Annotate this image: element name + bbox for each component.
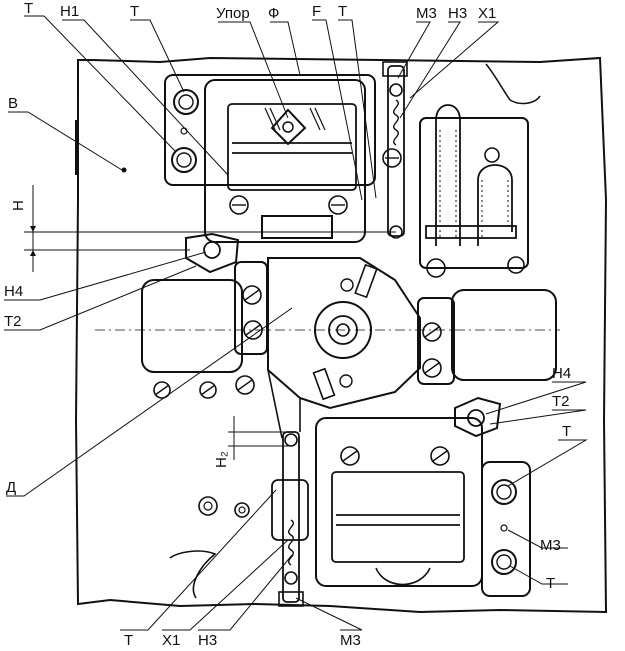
label-n3-top: Н3 <box>448 5 467 22</box>
left-housing <box>141 279 243 373</box>
left-housing-bracket <box>234 261 268 355</box>
screw-right-bracket-1 <box>422 322 442 342</box>
aux-contact-hatch <box>439 130 509 240</box>
label-t2-right: Т2 <box>552 393 570 410</box>
screw-lower-right-1 <box>491 479 517 505</box>
lever-cam-top <box>354 263 378 299</box>
upper-mount-plate <box>164 74 376 186</box>
base-plate-point-v <box>121 167 127 173</box>
base-plate <box>74 56 608 614</box>
screw-right-bracket-2 <box>422 358 442 378</box>
aux-screw-2 <box>507 256 525 274</box>
label-h: Н <box>10 200 27 211</box>
upper-core-hatching <box>264 107 326 131</box>
label-v: В <box>8 95 18 112</box>
label-phi: Ф <box>268 5 279 22</box>
label-upor: Упор <box>216 5 250 22</box>
label-t-top: Т <box>130 3 139 20</box>
aux-contact-loop-1 <box>435 104 461 246</box>
label-n1: Н1 <box>60 3 79 20</box>
screw-left-bracket-1 <box>242 285 262 305</box>
label-m3-right: М3 <box>540 537 561 554</box>
screw-left-plate-2 <box>199 381 217 399</box>
label-f: F <box>312 3 321 20</box>
stop-pin <box>282 121 294 133</box>
lower-rod-top <box>284 433 298 447</box>
aux-contact-loop-2 <box>477 164 513 246</box>
terminal-left-nut <box>203 241 221 259</box>
aux-screw-3 <box>484 147 500 163</box>
base-plate-notch-top <box>485 63 541 105</box>
lever-pin-top <box>340 278 354 292</box>
pin-lower-right <box>500 524 508 532</box>
screw-left-plate-1 <box>153 381 171 399</box>
upper-contact-rod <box>387 65 405 237</box>
lower-coil-frame <box>331 471 465 563</box>
lower-core-housing <box>315 417 483 587</box>
lower-rod-bracket <box>271 479 309 541</box>
label-t2-left: Т2 <box>4 313 22 330</box>
screw-lower-right-2 <box>491 549 517 575</box>
label-x1-bottom: Х1 <box>162 632 180 649</box>
screw-upper-housing-1 <box>229 195 249 215</box>
screw-lower-left-1 <box>198 496 218 516</box>
screw-lower-housing-2 <box>430 446 450 466</box>
stop-upor <box>270 108 307 146</box>
label-n4-right: Н4 <box>552 365 571 382</box>
upper-spring <box>393 99 399 146</box>
right-housing <box>451 289 557 381</box>
screw-right-upper <box>382 148 402 168</box>
upper-core-housing <box>204 79 366 243</box>
screw-upper-housing-2 <box>328 195 348 215</box>
armature-plate <box>261 215 333 239</box>
lever-pin-bottom <box>339 374 353 388</box>
right-housing-bracket <box>417 297 455 385</box>
lever-link <box>267 369 301 439</box>
label-t-right-bottom: Т <box>546 575 555 592</box>
label-t-top-left: Т <box>24 0 33 17</box>
label-t-bottom: Т <box>124 632 133 649</box>
pin-top-left <box>180 127 188 135</box>
label-m3-bottom: М3 <box>340 632 361 649</box>
label-h2: H₂ <box>213 451 230 468</box>
screw-left-bracket-2 <box>243 320 263 340</box>
label-n3-bottom: Н3 <box>198 632 217 649</box>
screw-top-left-1 <box>173 89 199 115</box>
aux-screw-1 <box>426 258 446 278</box>
upper-rod-cap <box>382 61 408 77</box>
lower-mount-plate <box>481 461 531 597</box>
label-d: Д <box>6 479 16 496</box>
lever-cam-bottom <box>312 367 336 401</box>
screw-lower-housing-1 <box>340 446 360 466</box>
lower-core-bottom <box>375 567 431 586</box>
upper-coil-frame <box>227 103 357 191</box>
label-t-top-right: Т <box>338 3 347 20</box>
label-m3-top: М3 <box>416 5 437 22</box>
label-x1-top: Х1 <box>478 5 496 22</box>
aux-contact-bar <box>425 225 517 239</box>
base-plate-notch-bottom <box>169 550 217 599</box>
terminal-right-n4 <box>454 396 502 438</box>
screw-lower-left-2 <box>234 502 250 518</box>
lower-rod-cap <box>278 591 304 607</box>
lower-rod-nut <box>284 571 298 585</box>
aux-contact-frame <box>419 117 529 269</box>
leader-lines <box>4 15 588 631</box>
upper-rod-nut <box>389 83 403 97</box>
label-n4-left: Н4 <box>4 283 23 300</box>
dim-h-arrowheads <box>30 226 36 256</box>
lower-spring <box>288 519 294 566</box>
screw-left-lower <box>235 375 255 395</box>
label-t-right-mid: Т <box>562 423 571 440</box>
terminal-left-n4 <box>185 232 240 274</box>
screw-top-left-2 <box>171 147 197 173</box>
